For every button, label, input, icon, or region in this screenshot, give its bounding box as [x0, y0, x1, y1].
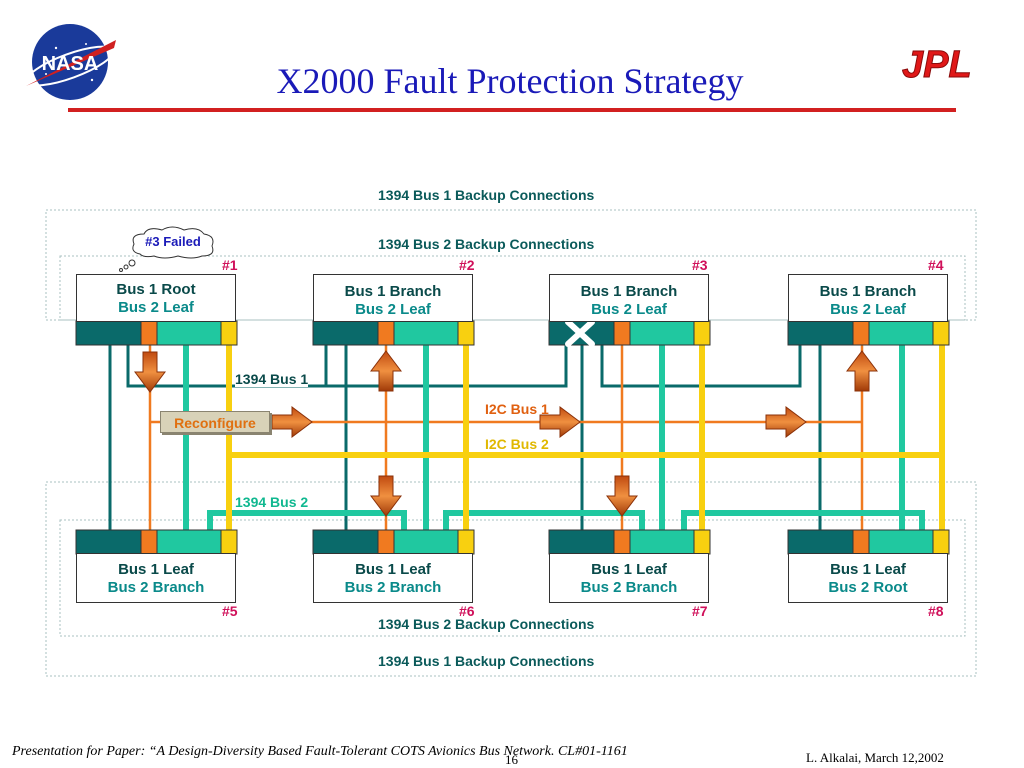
up-arrows — [370, 350, 878, 392]
node-5: Bus 1 Leaf Bus 2 Branch — [76, 553, 236, 603]
node-number-6: #6 — [459, 603, 475, 619]
node8-ports — [787, 529, 950, 555]
node-8-role-bus2: Bus 2 Root — [828, 579, 908, 596]
node-number-3: #3 — [692, 257, 708, 273]
node-4-role-bus2: Bus 2 Leaf — [830, 301, 906, 318]
node-number-4: #4 — [928, 257, 944, 273]
failed-x-icon — [565, 319, 595, 347]
reconfigure-button[interactable]: Reconfigure — [160, 411, 270, 433]
node-number-8: #8 — [928, 603, 944, 619]
bus2-backup-bottom-label: 1394 Bus 2 Backup Connections — [378, 616, 595, 632]
bottom-port-strips — [75, 529, 950, 555]
node-1: Bus 1 Root Bus 2 Leaf — [76, 274, 236, 322]
bus2-backup-bottom-box — [59, 519, 966, 637]
node6-ports — [312, 529, 475, 555]
node-2-role-bus2: Bus 2 Leaf — [355, 301, 431, 318]
right-arrows — [271, 406, 807, 438]
bubble-trail — [119, 259, 136, 272]
node-number-7: #7 — [692, 603, 708, 619]
backup-connections-outlines — [45, 209, 977, 677]
node-1-role-bus1: Bus 1 Root — [116, 281, 196, 298]
arrow-right-icon — [765, 406, 807, 438]
node-2-role-bus1: Bus 1 Branch — [344, 283, 442, 300]
node-number-1: #1 — [222, 257, 238, 273]
node-5-role-bus1: Bus 1 Leaf — [118, 561, 194, 578]
node-5-role-bus2: Bus 2 Branch — [107, 579, 205, 596]
arrow-up-icon — [370, 350, 402, 392]
node7-ports — [548, 529, 711, 555]
arrow-down-icon — [606, 475, 638, 517]
arrow-down-icon — [370, 475, 402, 517]
node2-ports — [312, 320, 475, 346]
arrow-right-icon — [271, 406, 313, 438]
svg-text:NASA: NASA — [42, 53, 99, 75]
node-3: Bus 1 Branch Bus 2 Leaf — [549, 274, 709, 322]
node-1-role-bus2: Bus 2 Leaf — [118, 299, 194, 316]
page-number: 16 — [505, 752, 518, 767]
node-2: Bus 1 Branch Bus 2 Leaf — [313, 274, 473, 322]
arrow-down-icon — [134, 351, 166, 393]
bus2-backup-top-label: 1394 Bus 2 Backup Connections — [378, 236, 595, 252]
page-title: X2000 Fault Protection Strategy — [276, 61, 744, 101]
node1-ports — [75, 320, 238, 346]
bus-1394-2-lines — [183, 345, 925, 530]
node-number-5: #5 — [222, 603, 238, 619]
bus-1394-1-label: 1394 Bus 1 — [235, 371, 309, 387]
arrow-up-icon — [846, 350, 878, 392]
svg-text:JPL: JPL — [902, 44, 972, 84]
bus2-backup-top-box — [59, 255, 966, 321]
node-3-role-bus2: Bus 2 Leaf — [591, 301, 667, 318]
bus1-backup-bottom-box — [45, 481, 977, 677]
node-6: Bus 1 Leaf Bus 2 Branch — [313, 553, 473, 603]
failed-label: #3 Failed — [145, 234, 201, 249]
bus1-backup-top-label: 1394 Bus 1 Backup Connections — [378, 187, 595, 203]
node-7-role-bus2: Bus 2 Branch — [580, 579, 678, 596]
node-6-role-bus2: Bus 2 Branch — [344, 579, 442, 596]
node5-ports — [75, 529, 238, 555]
node-8-role-bus1: Bus 1 Leaf — [830, 561, 906, 578]
bus-1394-1-lines — [108, 345, 822, 530]
node-4: Bus 1 Branch Bus 2 Leaf — [788, 274, 948, 322]
i2c-bus-1-label: I2C Bus 1 — [485, 401, 549, 417]
node-3-role-bus1: Bus 1 Branch — [580, 283, 678, 300]
top-port-strips — [75, 320, 950, 346]
node-7-role-bus1: Bus 1 Leaf — [591, 561, 667, 578]
bus1-backup-top-box — [45, 209, 977, 321]
jpl-logo: JPL — [900, 44, 995, 87]
title-divider — [68, 108, 956, 112]
node-8: Bus 1 Leaf Bus 2 Root — [788, 553, 948, 603]
i2c-bus-2-lines — [226, 345, 945, 530]
node-4-role-bus1: Bus 1 Branch — [819, 283, 917, 300]
footer-author: L. Alkalai, March 12,2002 — [806, 750, 944, 765]
node3-ports — [548, 320, 711, 346]
bus1-backup-bottom-label: 1394 Bus 1 Backup Connections — [378, 653, 595, 669]
footer-citation: Presentation for Paper: “A Design-Divers… — [12, 744, 628, 759]
arrow-right-icon — [539, 406, 581, 438]
node4-ports — [787, 320, 950, 346]
node-7: Bus 1 Leaf Bus 2 Branch — [549, 553, 709, 603]
bus-1394-2-label: 1394 Bus 2 — [235, 494, 309, 510]
nasa-logo: NASA — [16, 18, 128, 102]
i2c-bus-2-label: I2C Bus 2 — [485, 436, 549, 452]
node-number-2: #2 — [459, 257, 475, 273]
failed-callout: #3 Failed — [128, 226, 218, 260]
down-arrows — [134, 351, 638, 517]
node-6-role-bus1: Bus 1 Leaf — [355, 561, 431, 578]
